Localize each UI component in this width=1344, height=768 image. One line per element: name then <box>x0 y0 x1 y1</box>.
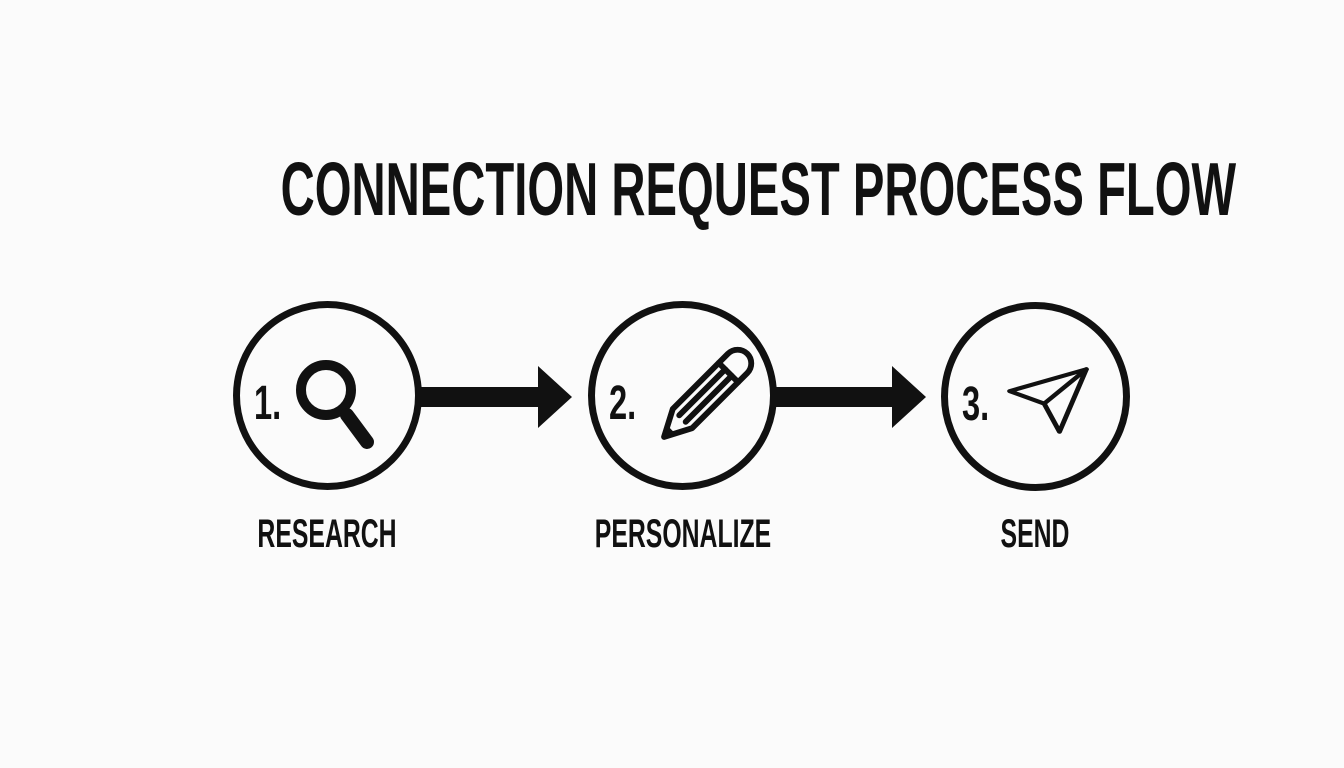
step-circle-personalize: 2. <box>588 301 777 490</box>
step-number-2: 2. <box>609 377 637 430</box>
step-number-1: 1. <box>254 377 282 430</box>
pencil-icon <box>661 346 755 440</box>
step-circle-research: 1. <box>233 301 422 490</box>
step-label-personalize: PERSONALIZE <box>594 512 772 556</box>
step-label-send: SEND <box>1000 512 1070 556</box>
magnifying-glass-icon <box>296 360 374 449</box>
step-label-research: RESEARCH <box>257 512 397 556</box>
flow-arrow-2 <box>772 366 926 428</box>
step-circle-send: 3. <box>941 302 1130 491</box>
paper-plane-icon <box>1007 367 1089 434</box>
page-title: CONNECTION REQUEST PROCESS FLOW <box>280 147 1237 231</box>
step-number-3: 3. <box>962 378 990 431</box>
flow-arrow-1 <box>418 366 572 428</box>
page-title-wrap: CONNECTION REQUEST PROCESS FLOW <box>0 152 1344 227</box>
